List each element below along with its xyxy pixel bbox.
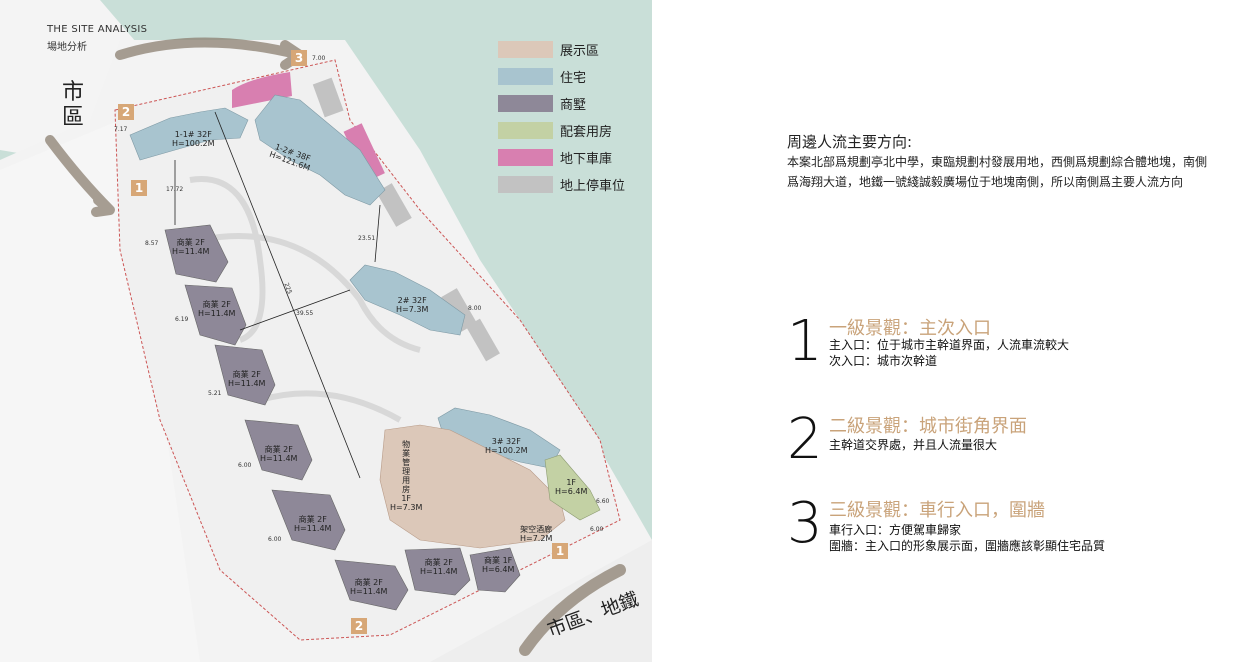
- dim-7-17: 7.17: [114, 126, 128, 133]
- inner-path-2: [199, 233, 421, 353]
- label-s2: 商業 2F H=11.4M: [198, 300, 236, 318]
- legend-swatch-display: [498, 40, 553, 58]
- dim-line-1: [214, 111, 361, 479]
- flow-arrow-west: [45, 135, 115, 217]
- legend-item-residential: 住宅: [498, 67, 625, 86]
- label-s7: 商業 2F H=11.4M: [420, 558, 458, 576]
- label-b2: 2# 32F H=7.3M: [396, 296, 429, 314]
- marker-2-south: 2: [351, 618, 367, 634]
- level-2-title: 二級景觀：城市街角界面: [829, 416, 1027, 437]
- label-s1: 商業 2F H=11.4M: [172, 238, 210, 256]
- label-support: 1F H=6.4M: [555, 478, 588, 496]
- road-south: [430, 540, 652, 662]
- flow-title: 周邊人流主要方向:: [787, 133, 913, 151]
- level-3-number: 3: [787, 491, 823, 556]
- dim-6-00-a: 6.00: [590, 526, 604, 533]
- inner-path-3: [259, 390, 402, 423]
- legend-label-residential: 住宅: [560, 70, 587, 86]
- commercial-8: [469, 547, 521, 593]
- legend-item-commercial: 商墅: [498, 94, 625, 113]
- level-1-number: 1: [787, 309, 823, 374]
- level-3-title: 三級景觀：車行入口，圍牆: [829, 500, 1045, 521]
- dim-6-19: 6.19: [175, 316, 189, 323]
- support-building: [544, 454, 601, 521]
- site-map: THE SITE ANALYSIS 場地分析 市 區 市區、地鐵 1 2 3 1…: [0, 0, 652, 662]
- dim-6-60: 6.60: [596, 498, 610, 505]
- road-west: [0, 120, 200, 662]
- legend-item-parking: 地上停車位: [498, 175, 626, 194]
- commercial-5: [271, 489, 346, 551]
- legend-label-display: 展示區: [560, 43, 600, 59]
- dim-line-2: [239, 289, 351, 331]
- legend-label-support: 配套用房: [560, 124, 613, 140]
- parking-3: [441, 288, 477, 332]
- flow-arrow-south: [519, 564, 626, 656]
- marker-1-south: 1: [552, 543, 568, 559]
- label-s5: 商業 2F H=11.4M: [294, 515, 332, 533]
- dim-6-00-b: 6.00: [238, 462, 252, 469]
- dim-6-00-c: 6.00: [268, 536, 282, 543]
- legend-label-garage: 地下車庫: [560, 151, 613, 167]
- residential-1-2: [254, 94, 386, 206]
- legend-swatch-commercial: [498, 94, 553, 112]
- legend-swatch-support: [498, 121, 553, 139]
- legend-item-garage: 地下車庫: [498, 148, 625, 167]
- legend-swatch-residential: [498, 67, 553, 85]
- commercial-2: [184, 284, 247, 346]
- legend-item-display: 展示區: [498, 40, 625, 59]
- commercial-3: [214, 344, 276, 406]
- commercial-6: [334, 559, 409, 611]
- level-1-title: 一級景觀：主次入口: [829, 318, 991, 339]
- dim-line-4: [374, 204, 381, 263]
- parking-4: [466, 318, 500, 362]
- level-3-line-1: 車行入口：方便駕車歸家: [829, 523, 962, 537]
- legend-label-parking: 地上停車位: [560, 178, 626, 194]
- city-left-label: 市 區: [62, 80, 85, 130]
- display-zone: [379, 424, 566, 549]
- marker-2-northwest: 2: [118, 104, 134, 120]
- dim-8-00: 8.00: [468, 305, 482, 312]
- label-s3: 商業 2F H=11.4M: [228, 370, 266, 388]
- commercial-1: [164, 224, 229, 283]
- commercial-7: [404, 547, 471, 596]
- parking-1: [312, 77, 344, 118]
- level-1-line-2: 次入口：城市次幹道: [829, 354, 938, 368]
- dim-17-72: 17.72: [166, 186, 184, 193]
- garage-2: [343, 123, 385, 182]
- level-2-number: 2: [787, 407, 823, 472]
- parking-2: [376, 183, 412, 227]
- dim-7-00: 7.00: [312, 55, 326, 62]
- label-s6: 商業 2F H=11.4M: [350, 578, 388, 596]
- flow-description: 本案北部爲規劃亭北中學，東臨規劃村發展用地，西側爲規劃綜合體地塊，南側爲海翔大道…: [787, 155, 1208, 189]
- inner-path-1: [189, 176, 266, 343]
- label-property: 物 業 管 理 用 房 1F H=7.3M: [390, 440, 423, 512]
- dim-23-51: 23.51: [358, 235, 376, 242]
- label-s4: 商業 2F H=11.4M: [260, 445, 298, 463]
- legend-swatch-garage: [498, 148, 553, 166]
- residential-2: [349, 264, 466, 336]
- site-analysis-subtitle: 場地分析: [47, 42, 87, 53]
- dim-8-57: 8.57: [145, 240, 159, 247]
- legend: 展示區 住宅 商墅 配套用房 地下車庫 地上停車位: [498, 40, 625, 202]
- site-analysis-title: THE SITE ANALYSIS: [47, 24, 148, 35]
- commercial-4: [244, 419, 313, 481]
- dim-5-21: 5.21: [208, 390, 222, 397]
- marker-1-north: 1: [131, 180, 147, 196]
- label-s8: 商業 1F H=6.4M: [482, 556, 515, 574]
- marker-3-north: 3: [291, 50, 307, 66]
- level-2-line-1: 主幹道交界處，并且人流量很大: [829, 438, 998, 452]
- level-3-line-2: 圍牆：主入口的形象展示面，圍牆應該彰顯住宅品質: [829, 539, 1106, 553]
- legend-swatch-parking: [498, 175, 553, 193]
- label-b1: 1-1# 32F H=100.2M: [172, 130, 215, 148]
- level-1-line-1: 主入口：位于城市主幹道界面，人流車流較大: [829, 338, 1070, 352]
- legend-label-commercial: 商墅: [560, 97, 587, 113]
- label-sales: 架空酒廊 H=7.2M: [520, 525, 553, 543]
- label-b3: 3# 32F H=100.2M: [485, 437, 528, 455]
- analysis-panel: 周邊人流主要方向: 本案北部爲規劃亭北中學，東臨規劃村發展用地，西側爲規劃綜合體…: [652, 0, 1244, 662]
- dim-39-55: 39.55: [296, 310, 314, 317]
- legend-item-support: 配套用房: [498, 121, 625, 140]
